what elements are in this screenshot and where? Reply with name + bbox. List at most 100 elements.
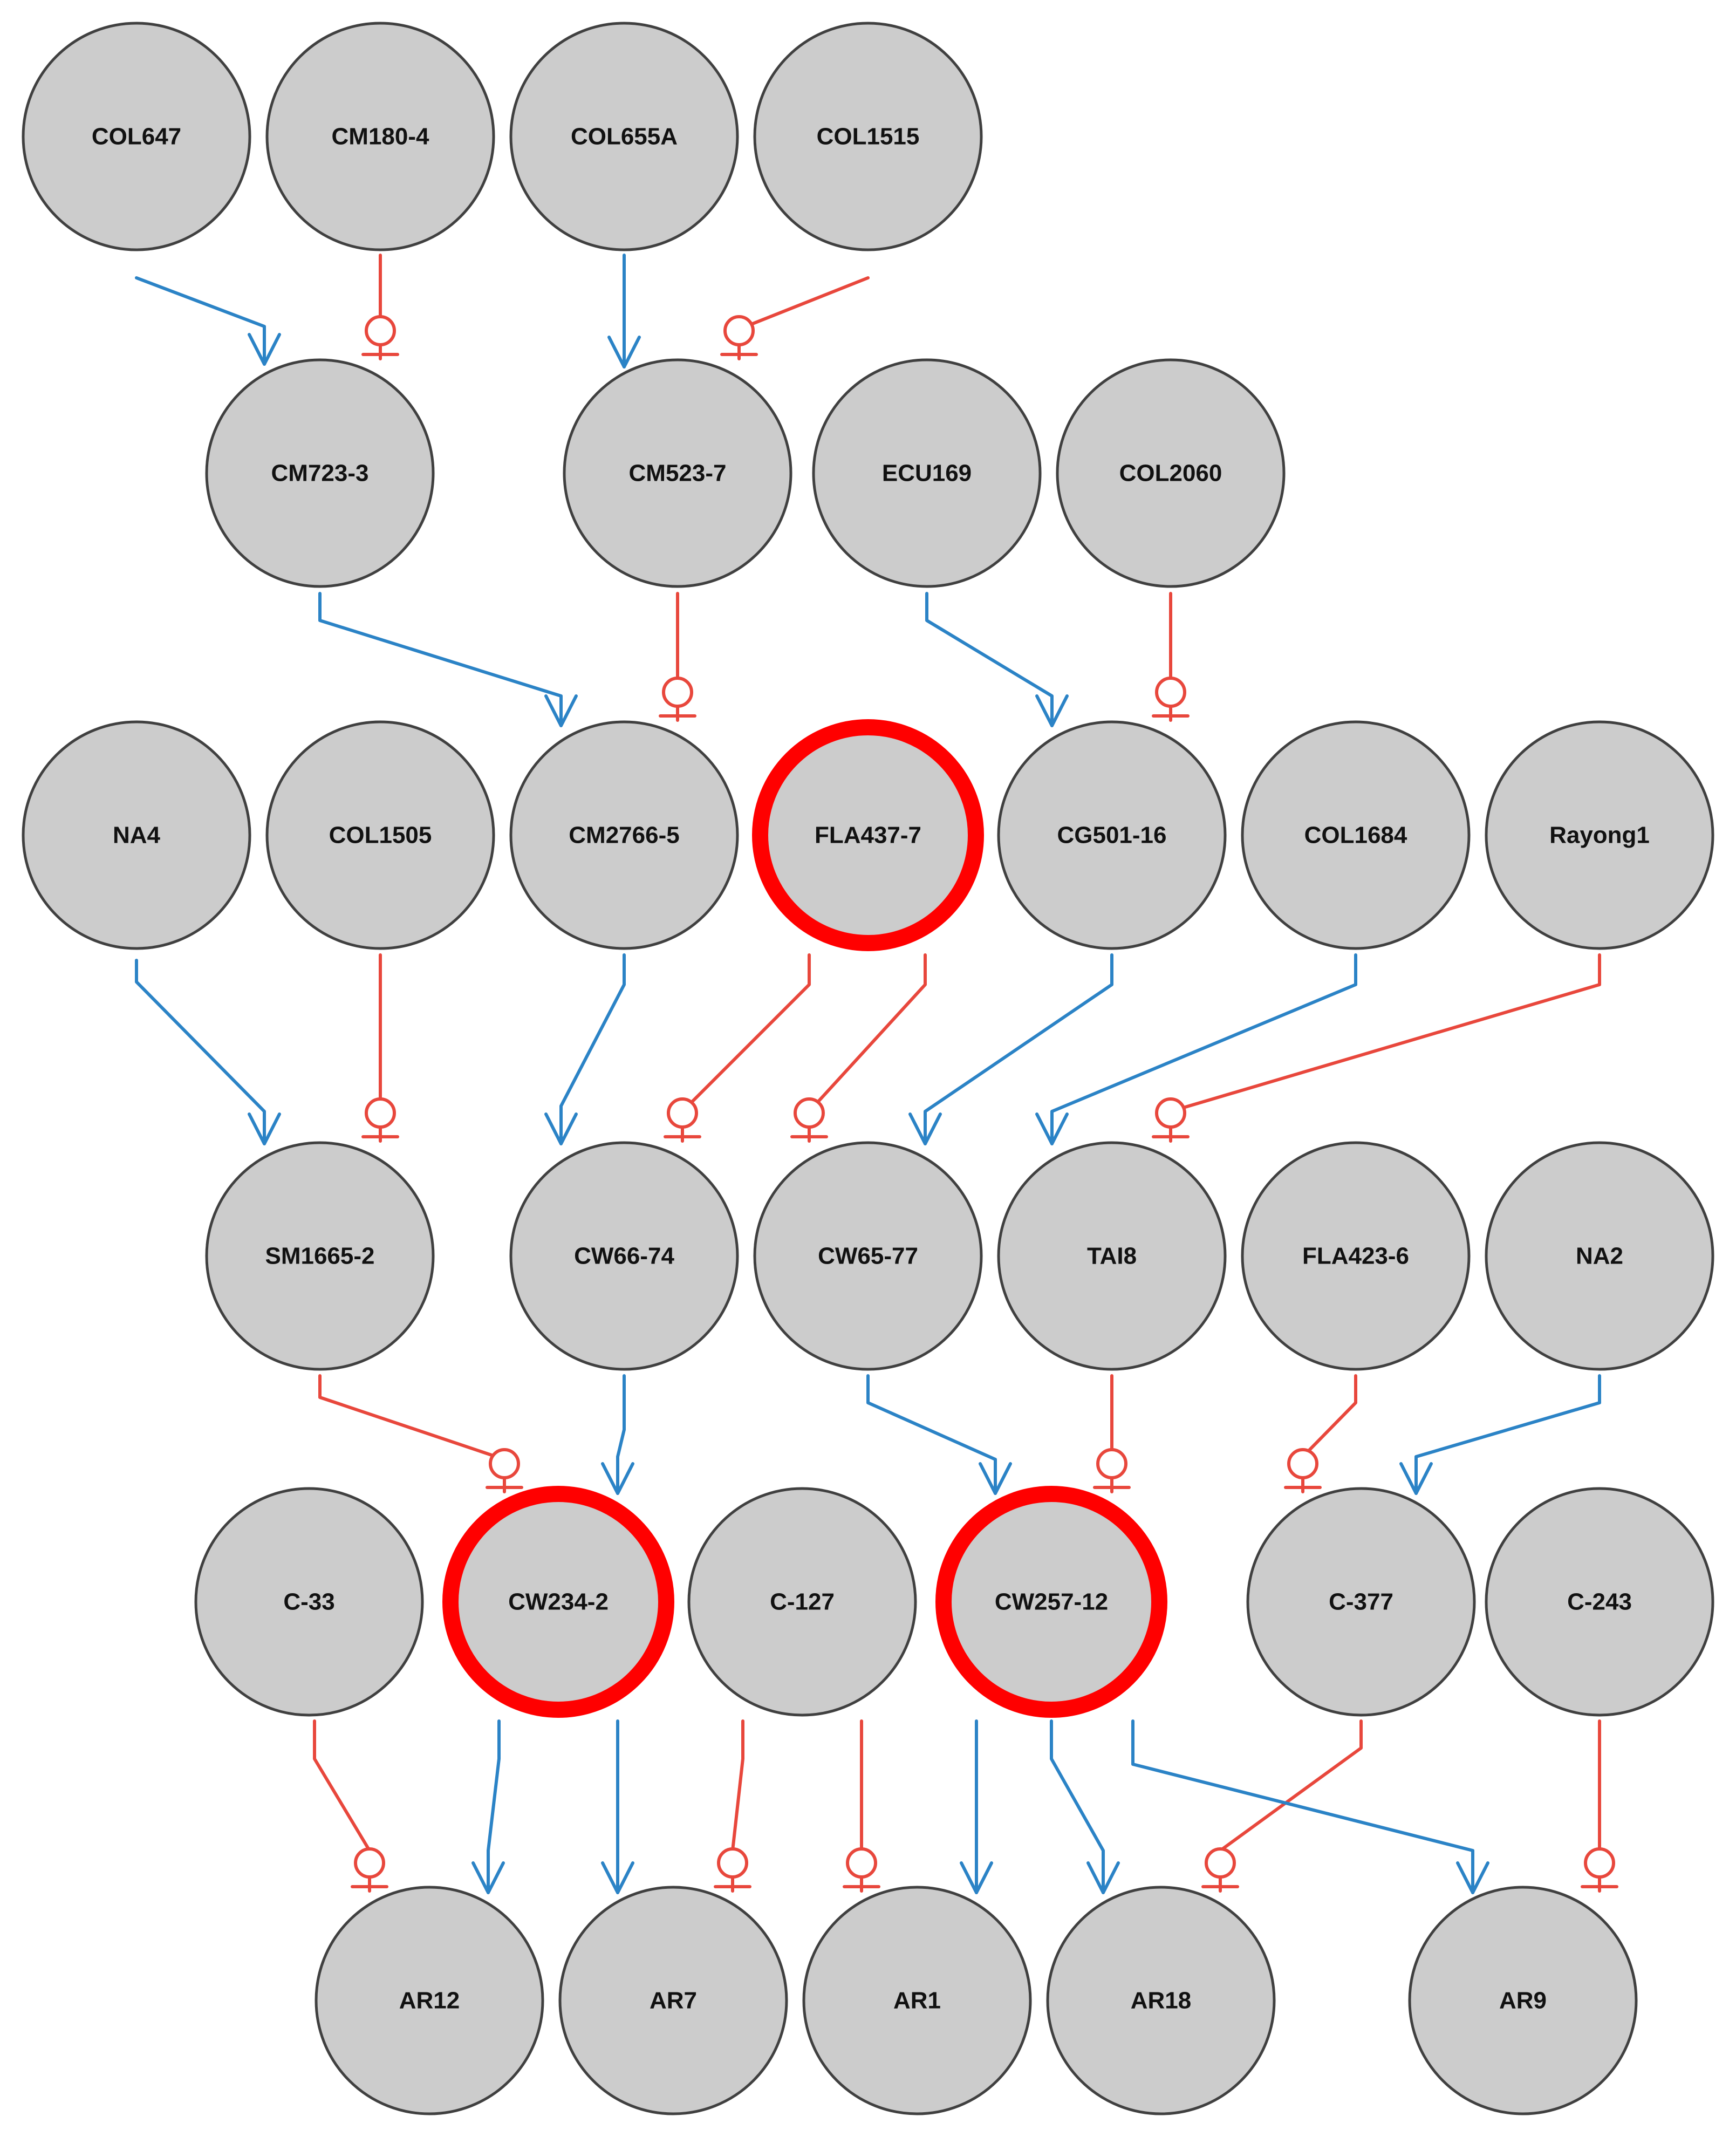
- edge-c-127-to-ar7: [714, 1719, 751, 1893]
- node-circle: [1485, 720, 1714, 950]
- edge-line: [1219, 1719, 1363, 1852]
- edge-cm723-3-to-cm2766-5: [318, 592, 578, 727]
- node-circle: [802, 1886, 1032, 2115]
- edge-line: [318, 1374, 506, 1461]
- node-circle: [509, 22, 739, 251]
- edge-fla437-7-to-cw66-74: [664, 953, 811, 1143]
- highlighted-node-circle: [935, 1486, 1167, 1718]
- node-circle: [509, 1141, 739, 1371]
- node-label: AR1: [893, 1988, 941, 2014]
- node-circle: [1241, 1141, 1471, 1371]
- edge-line: [135, 959, 266, 1145]
- edge-col1505-to-sm1665-2: [361, 953, 399, 1143]
- edge-cm523-7-to-cm2766-5: [659, 592, 696, 722]
- arrowhead-marker: [248, 333, 281, 366]
- inhibition-circle-marker: [662, 677, 693, 708]
- node-fla423-6: FLA423-6: [1241, 1141, 1471, 1371]
- node-circle: [265, 720, 495, 950]
- arrowhead-marker: [1035, 1112, 1069, 1145]
- inhibition-circle-marker: [1155, 1097, 1186, 1129]
- node-circle: [1046, 1886, 1276, 2115]
- node-fla437-7: FLA437-7: [752, 719, 984, 951]
- node-label: AR9: [1499, 1988, 1547, 2014]
- inhibition-circle-marker: [1584, 1847, 1615, 1879]
- inhibition-circle-marker: [354, 1847, 385, 1879]
- edge-line: [808, 953, 927, 1113]
- node-c-127: C-127: [687, 1487, 917, 1717]
- inhibition-circle-marker: [1287, 1448, 1318, 1479]
- node-tai8: TAI8: [997, 1141, 1227, 1371]
- node-circle: [205, 1141, 435, 1371]
- node-cw257-12: CW257-12: [935, 1486, 1167, 1718]
- node-label: Rayong1: [1549, 822, 1650, 849]
- edge-line: [313, 1719, 371, 1852]
- edge-fla423-6-to-c-377: [1284, 1374, 1357, 1493]
- node-label: CW65-77: [818, 1243, 918, 1269]
- node-circle: [1246, 1487, 1476, 1717]
- inhibition-circle-marker: [365, 315, 396, 346]
- node-circle: [22, 22, 251, 251]
- edge-line: [924, 953, 1113, 1145]
- node-na2: NA2: [1485, 1141, 1714, 1371]
- node-label: COL647: [92, 124, 181, 150]
- edge-line: [559, 953, 626, 1145]
- node-label: COL2060: [1119, 460, 1222, 487]
- edge-line: [1131, 1719, 1474, 1894]
- arrowhead-marker: [960, 1861, 993, 1894]
- node-circle: [997, 720, 1227, 950]
- node-label: C-127: [770, 1589, 835, 1615]
- arrowhead-marker: [1086, 1861, 1120, 1894]
- node-circle: [194, 1487, 424, 1717]
- arrowhead-marker: [979, 1462, 1012, 1495]
- edge-cw257-12-to-ar9: [1131, 1719, 1489, 1894]
- edge-line: [737, 276, 870, 331]
- arrowhead-marker: [544, 694, 578, 727]
- arrowhead-marker: [908, 1112, 942, 1145]
- node-label: AR7: [650, 1988, 697, 2014]
- edge-col655a-to-cm523-7: [607, 254, 641, 368]
- edge-line: [1169, 953, 1601, 1113]
- node-label: CW66-74: [574, 1243, 674, 1269]
- node-circle: [558, 1886, 788, 2115]
- node-ar9: AR9: [1408, 1886, 1638, 2115]
- node-circle: [1485, 1487, 1714, 1717]
- node-col1505: COL1505: [265, 720, 495, 950]
- node-label: COL1684: [1304, 822, 1407, 849]
- edge-c-243-to-ar9: [1581, 1719, 1618, 1893]
- node-circle: [265, 22, 495, 251]
- node-c-33: C-33: [194, 1487, 424, 1717]
- edge-cw65-77-to-cw257-12: [866, 1374, 1012, 1495]
- node-cw234-2: CW234-2: [442, 1486, 674, 1718]
- edge-na2-to-c-377: [1399, 1374, 1601, 1495]
- node-col2060: COL2060: [1056, 358, 1286, 588]
- inhibition-circle-marker: [667, 1097, 698, 1129]
- edge-cw257-12-to-ar1: [960, 1719, 993, 1894]
- edge-line: [1050, 1719, 1105, 1894]
- node-circle: [1056, 358, 1286, 588]
- edge-fla437-7-to-cw65-77: [790, 953, 927, 1143]
- edge-line: [487, 1719, 501, 1894]
- node-ar7: AR7: [558, 1886, 788, 2115]
- edge-col2060-to-cg501-16: [1152, 592, 1190, 722]
- edge-line: [135, 276, 266, 366]
- edge-line: [1414, 1374, 1601, 1495]
- arrowhead-marker: [1456, 1861, 1489, 1894]
- node-circle: [753, 22, 983, 251]
- node-label: COL1505: [329, 822, 432, 849]
- node-label: C-243: [1567, 1589, 1632, 1615]
- arrowhead-marker: [601, 1861, 634, 1894]
- node-cw65-77: CW65-77: [753, 1141, 983, 1371]
- edge-cm180-4-to-cm723-3: [361, 254, 399, 360]
- arrowhead-marker: [601, 1462, 634, 1495]
- highlighted-node-circle: [752, 719, 984, 951]
- node-label: TAI8: [1087, 1243, 1137, 1269]
- edge-line: [318, 592, 563, 727]
- node-circle: [1241, 720, 1471, 950]
- edge-sm1665-2-to-cw234-2: [318, 1374, 523, 1493]
- node-label: NA4: [113, 822, 161, 849]
- node-sm1665-2: SM1665-2: [205, 1141, 435, 1371]
- node-circle: [687, 1487, 917, 1717]
- edge-ecu169-to-cg501-16: [925, 592, 1069, 727]
- arrowhead-marker: [607, 336, 641, 368]
- edge-tai8-to-cw257-12: [1093, 1374, 1131, 1493]
